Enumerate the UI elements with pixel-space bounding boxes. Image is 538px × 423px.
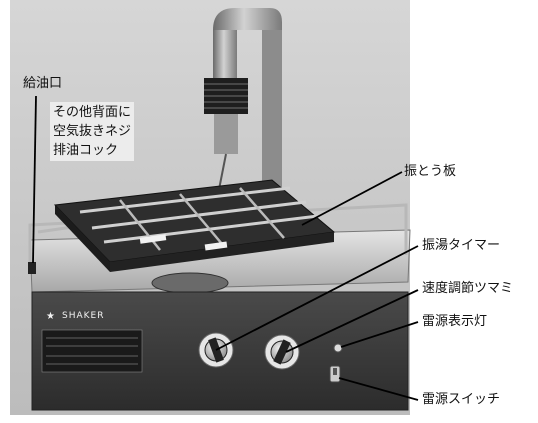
leader-lines	[32, 95, 419, 401]
leader-oil-inlet	[32, 95, 37, 264]
label-speed-knob: 速度調節ツマミ	[422, 281, 514, 296]
label-power-lamp: 雷源表示灯	[422, 314, 488, 329]
leader-speed-knob	[285, 289, 419, 353]
leader-power-lamp	[340, 321, 419, 348]
leader-timer	[215, 245, 419, 351]
speed-knob	[264, 334, 300, 370]
brand-logo: SHAKER	[62, 311, 104, 321]
shaking-tray	[53, 179, 336, 272]
label-oil-inlet: 給油口	[23, 76, 63, 91]
power-lamp-icon	[333, 343, 343, 353]
warning-label	[41, 329, 143, 373]
leader-shaking-plate	[301, 171, 403, 226]
logo-star-icon: ★	[46, 311, 55, 322]
label-shaking-plate: 振とう板	[404, 164, 457, 179]
label-timer: 振湯タイマー	[422, 238, 501, 253]
motor-bowl	[151, 272, 229, 294]
power-switch-icon	[329, 365, 341, 383]
label-power-switch: 雷源スイッチ	[422, 392, 501, 407]
left-post	[28, 262, 36, 274]
label-back-parts: その他背面に 空気抜きネジ 排油コック	[50, 102, 135, 161]
leader-power-switch	[338, 377, 419, 401]
